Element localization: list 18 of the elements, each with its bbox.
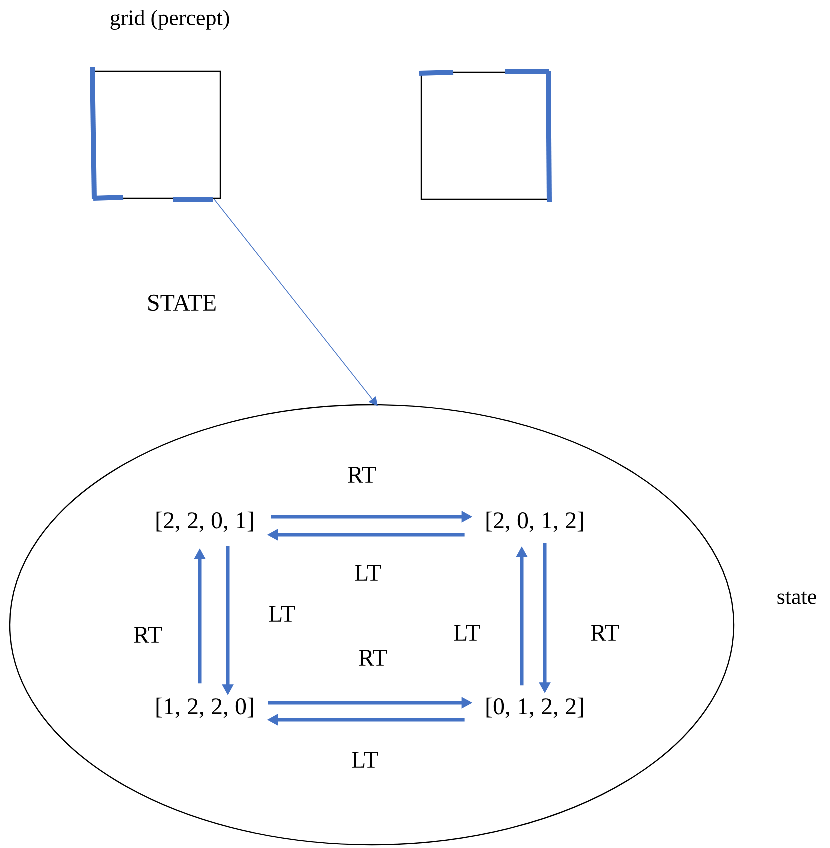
edge-label: LT xyxy=(355,565,382,581)
heading: grid (percept) xyxy=(110,10,230,30)
node-label: state xyxy=(778,592,816,604)
state-label: [2, 2, 0, 1] xyxy=(156,512,254,532)
grid-square xyxy=(419,69,552,202)
state-label: [0, 1, 2, 2] xyxy=(486,698,584,718)
edge-label: RT xyxy=(359,650,388,666)
arrow xyxy=(214,198,378,406)
edge-label: LT xyxy=(269,606,296,622)
edge-label: LT xyxy=(454,625,480,641)
edge-label: RT xyxy=(591,625,620,641)
state-label: [1, 2, 2, 0] xyxy=(156,698,254,718)
edge-label: RT xyxy=(134,627,162,643)
edge-label: STATE xyxy=(148,294,216,312)
grid-square xyxy=(90,67,222,202)
state-label: [2, 0, 1, 2] xyxy=(486,512,584,532)
edge-label: RT xyxy=(348,467,376,483)
edge-label: LT xyxy=(352,752,378,768)
